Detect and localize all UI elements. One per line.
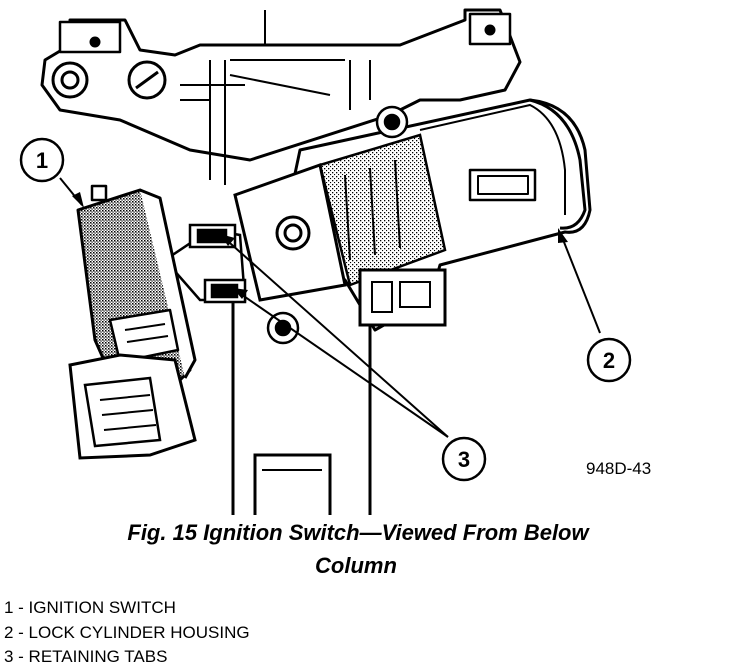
pivot-bolt-upper <box>375 105 409 139</box>
callout-3: 3 <box>441 436 487 482</box>
housing-mount-block <box>233 163 447 327</box>
retaining-tab-upper <box>188 223 237 249</box>
bracket-ribs <box>180 10 371 185</box>
legend-item-retaining-tabs: 3 - RETAINING TABS <box>4 647 168 666</box>
switch-connector <box>68 353 197 460</box>
bracket-bolt-left <box>51 61 89 99</box>
bracket-bolt-center <box>127 60 167 100</box>
leader-arrowheads <box>72 192 568 299</box>
legend-item-lock-cylinder-housing: 2 - LOCK CYLINDER HOUSING <box>4 623 250 642</box>
callout-3-number: 3 <box>458 447 470 472</box>
legend-item-ignition-switch: 1 - IGNITION SWITCH <box>4 598 176 617</box>
pivot-bolt-lower <box>266 311 300 345</box>
callout-2: 2 <box>586 337 632 383</box>
figure-caption: Fig. 15 Ignition Switch—Viewed From Belo… <box>127 520 589 545</box>
ignition-switch-illustration: 1 2 3 948D-43 <box>19 8 651 515</box>
figure-caption-continued: Column <box>315 553 397 578</box>
housing-collar <box>318 133 447 287</box>
callout-1: 1 <box>19 137 65 183</box>
figure-code: 948D-43 <box>586 459 651 478</box>
leader-lines <box>59 177 601 438</box>
callout-1-number: 1 <box>36 148 48 173</box>
ignition-switch <box>76 184 197 387</box>
callout-2-number: 2 <box>603 348 615 373</box>
